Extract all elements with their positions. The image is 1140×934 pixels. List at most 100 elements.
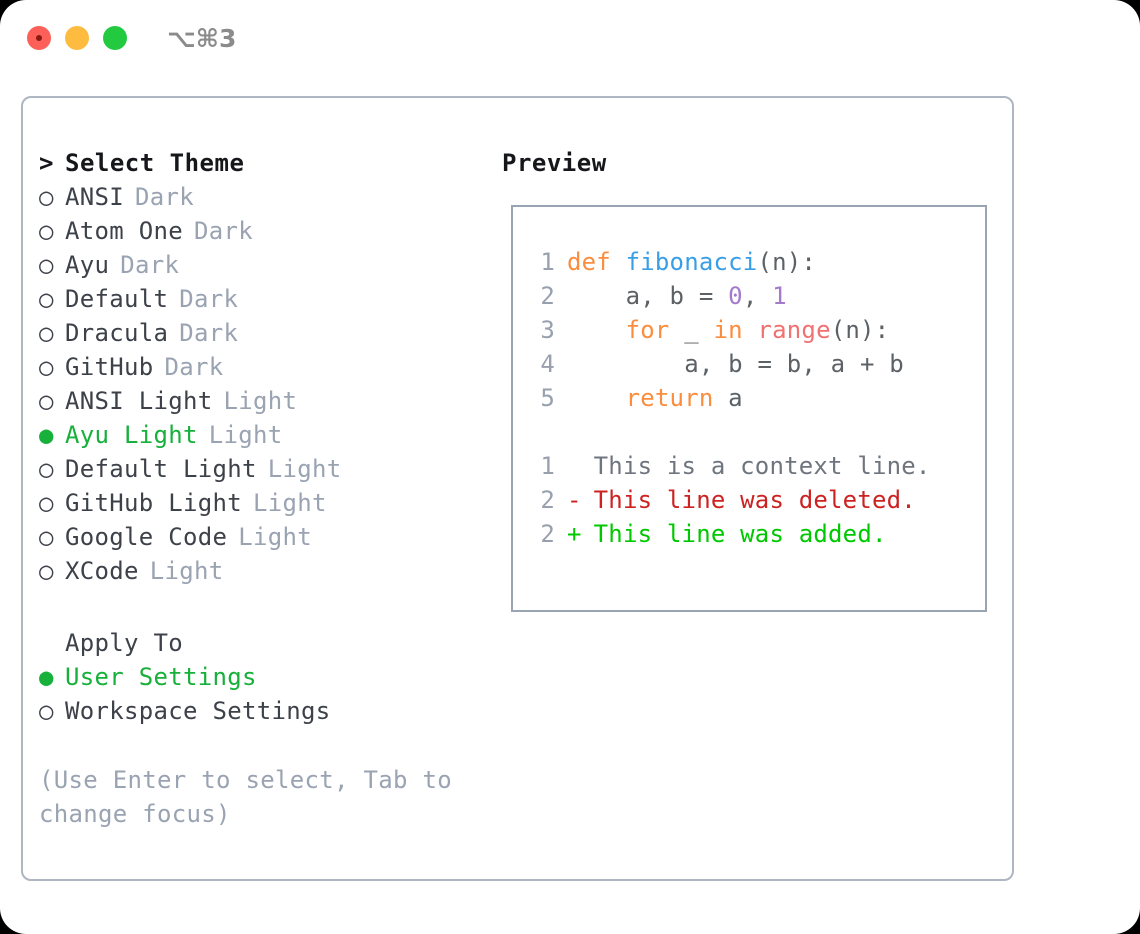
code-token-punct: , (742, 282, 773, 310)
code-line-number: 4 (540, 350, 555, 378)
code-token-var: a (713, 384, 743, 412)
apply-to-section: Apply To ●User Settings ○ Workspace Settin… (39, 626, 494, 728)
diff-line-number: 2 (540, 520, 555, 548)
code-token-kw: return (625, 384, 714, 412)
theme-variant-badge: Dark (179, 285, 239, 313)
code-token-var: a, b = (567, 282, 729, 310)
theme-option-label: Default Light (65, 455, 257, 483)
theme-option-github-light[interactable]: ○ GitHub Light Light (39, 486, 494, 520)
radio-selected-icon: ● (39, 663, 54, 691)
theme-option-default-light[interactable]: ○ Default Light Light (39, 452, 494, 486)
radio-unselected-icon: ○ (39, 217, 54, 245)
theme-option-label: Default (65, 285, 169, 313)
theme-variant-badge: Dark (120, 251, 180, 279)
code-line: 4 a, b = b, a + b (527, 347, 979, 381)
code-token-punct: (n): (830, 316, 890, 344)
theme-option-label: Dracula (65, 319, 169, 347)
radio-unselected-icon: ○ (39, 455, 54, 483)
code-token-builtin: range (757, 316, 831, 344)
code-line-number: 3 (540, 316, 555, 344)
select-theme-heading-label: Select Theme (65, 149, 245, 177)
diff-line-text: This is a context line. (579, 452, 931, 480)
code-token-var (743, 316, 758, 344)
theme-option-label: GitHub Light (65, 489, 242, 517)
theme-variant-badge: Light (223, 387, 298, 415)
code-line-number: 2 (540, 282, 555, 310)
code-token-var: _ (669, 316, 714, 344)
theme-option-ansi[interactable]: ○ ANSI Dark (39, 180, 494, 214)
diff-line-number: 2 (540, 486, 555, 514)
theme-option-ayu-light[interactable]: ● Ayu Light Light (39, 418, 494, 452)
theme-option-label: ANSI (65, 183, 124, 211)
theme-variant-badge: Light (253, 489, 327, 517)
theme-option-github[interactable]: ○ GitHub Dark (39, 350, 494, 384)
theme-option-label: Ayu Light (65, 421, 198, 449)
code-token-var: a, b = b, a + b (567, 350, 904, 378)
preview-heading: Preview (502, 149, 607, 177)
minimize-window-button[interactable] (65, 26, 89, 50)
code-line-number: 1 (540, 248, 555, 276)
theme-variant-badge: Light (238, 523, 312, 551)
code-spacer (527, 415, 979, 449)
title-bar: ⌥⌘3 (0, 0, 1140, 78)
theme-option-label: GitHub (65, 353, 154, 381)
radio-unselected-icon: ○ (39, 319, 54, 347)
radio-unselected-icon: ○ (39, 489, 54, 517)
theme-variant-badge: Light (208, 421, 283, 449)
code-token-num: 1 (772, 282, 787, 310)
diff-line-number: 1 (540, 452, 555, 480)
diff-marker-icon (567, 449, 579, 483)
radio-unselected-icon: ○ (39, 251, 54, 279)
select-theme-heading: > Select Theme (39, 146, 494, 180)
radio-unselected-icon: ○ (39, 557, 54, 585)
theme-option-dracula[interactable]: ○ Dracula Dark (39, 316, 494, 350)
apply-to-heading: Apply To (65, 629, 183, 657)
code-line-number: 5 (540, 384, 555, 412)
theme-option-default[interactable]: ○ Default Dark (39, 282, 494, 316)
theme-variant-badge: Dark (179, 319, 239, 347)
radio-unselected-icon: ○ (39, 353, 54, 381)
diff-line-text: This line was added. (579, 520, 887, 548)
apply-to-option-user-settings[interactable]: ●User Settings (39, 660, 494, 694)
traffic-light-group (27, 26, 127, 50)
radio-unselected-icon: ○ (39, 183, 54, 211)
diff-line-del: 2- This line was deleted. (527, 483, 979, 517)
keyboard-hint-text: (Use Enter to select, Tab to change focu… (39, 766, 452, 828)
code-token-kw: in (713, 316, 743, 344)
diff-marker-icon: - (567, 486, 582, 514)
theme-variant-badge: Light (267, 455, 342, 483)
maximize-window-button[interactable] (103, 26, 127, 50)
radio-unselected-icon: ○ (39, 697, 54, 725)
code-token-num: 0 (728, 282, 743, 310)
radio-unselected-icon: ○ (39, 387, 54, 415)
code-token-kw: def (567, 248, 626, 276)
code-line: 5 return a (527, 381, 979, 415)
diff-line-context: 1 This is a context line. (527, 449, 979, 483)
theme-option-ansi-light[interactable]: ○ ANSI Light Light (39, 384, 494, 418)
apply-to-option-label: Workspace Settings (65, 697, 331, 725)
code-token-kw: for (625, 316, 670, 344)
close-window-button[interactable] (27, 26, 51, 50)
theme-variant-badge: Dark (164, 353, 224, 381)
code-token-var (567, 384, 626, 412)
prompt-caret-icon: > (39, 149, 54, 177)
theme-option-label: ANSI Light (65, 387, 213, 415)
radio-selected-icon: ● (39, 421, 54, 449)
apply-to-option-workspace-settings[interactable]: ○ Workspace Settings (39, 694, 494, 728)
theme-variant-badge: Dark (135, 183, 194, 211)
diff-line-add: 2 + This line was added. (527, 517, 979, 551)
theme-option-label: Atom One (65, 217, 183, 245)
radio-unselected-icon: ○ (39, 285, 54, 313)
diff-marker-icon: + (567, 520, 582, 548)
code-line: 3 for _ in range(n): (527, 313, 979, 347)
code-line: 2 a, b = 0, 1 (527, 279, 979, 313)
